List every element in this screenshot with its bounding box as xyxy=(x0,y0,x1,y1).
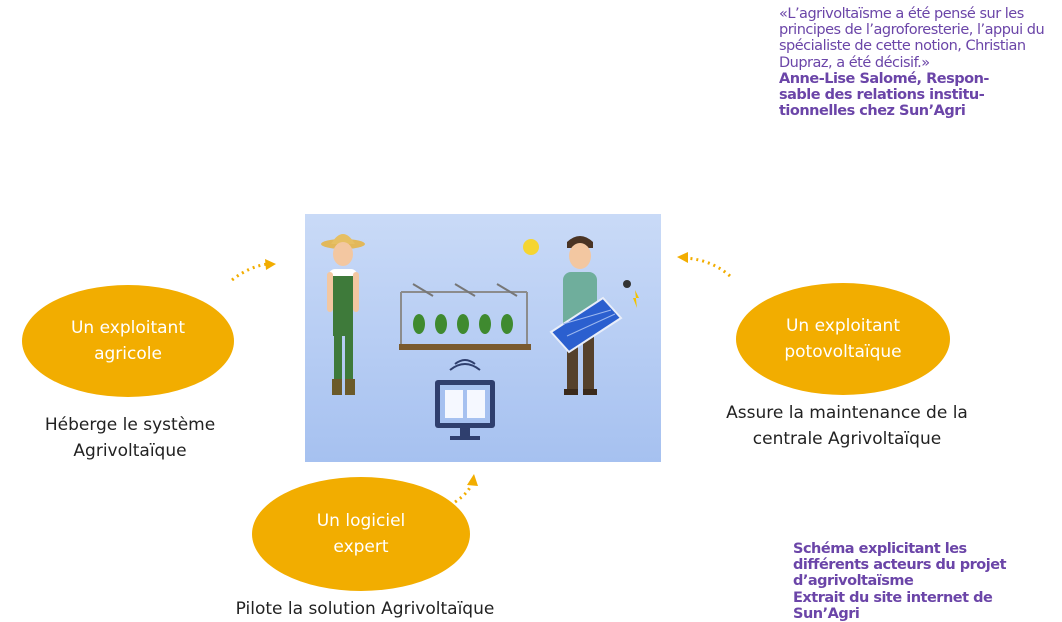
figure-caption: Schéma explicitant les différents acteur… xyxy=(793,541,1055,621)
quote-author-line-3: tionnelles chez Sun’Agri xyxy=(779,103,966,120)
actor-title-line: Un logiciel xyxy=(316,511,406,531)
sun-icon xyxy=(523,239,539,255)
quote-author-line-1: Anne-Lise Salomé, Respon- xyxy=(779,70,989,87)
dotted-arrow-icon xyxy=(231,259,276,282)
actor-title-line: agricole xyxy=(94,344,162,364)
quote-text: «L’agrivoltaïsme a été pensé sur les pri… xyxy=(779,6,1045,71)
actor-description-software: Pilote la solution Agrivoltaïque xyxy=(235,599,495,619)
caption-line: différents acteurs du projet xyxy=(793,557,1007,574)
actor-description-farmer: Héberge le système Agrivoltaïque xyxy=(44,415,216,461)
dotted-arrow-icon xyxy=(454,474,478,504)
solar-technician-illustration xyxy=(549,236,639,395)
farmer-illustration xyxy=(321,234,365,395)
actor-title-line: Un exploitant xyxy=(785,316,900,336)
actor-title-line: Un exploitant xyxy=(70,318,185,338)
caption-line: d’agrivoltaïsme xyxy=(793,573,914,590)
actor-ellipse-photovoltaic: Un exploitant potovoltaïque xyxy=(736,283,950,395)
actor-title-line: expert xyxy=(333,537,389,557)
caption-line: Schéma explicitant les xyxy=(793,541,967,557)
dotted-arrow-icon xyxy=(677,252,731,278)
actor-title-line: potovoltaïque xyxy=(784,342,902,362)
quote-author-line-2: sable des relations institu- xyxy=(779,87,985,104)
caption-line: Sun’Agri xyxy=(793,605,860,621)
agrivoltaic-illustration xyxy=(305,214,661,462)
actor-ellipse-farmer: Un exploitant agricole xyxy=(22,285,234,397)
actor-description-photovoltaic: Assure la maintenance de la centrale Agr… xyxy=(726,403,968,449)
monitor-dashboard-icon xyxy=(435,359,495,440)
crop-row-illustration xyxy=(399,283,531,350)
actor-ellipse-software: Un logiciel expert xyxy=(252,477,470,591)
pull-quote: «L’agrivoltaïsme a été pensé sur les pri… xyxy=(779,6,1061,119)
caption-line: Extrait du site internet de xyxy=(793,589,993,606)
